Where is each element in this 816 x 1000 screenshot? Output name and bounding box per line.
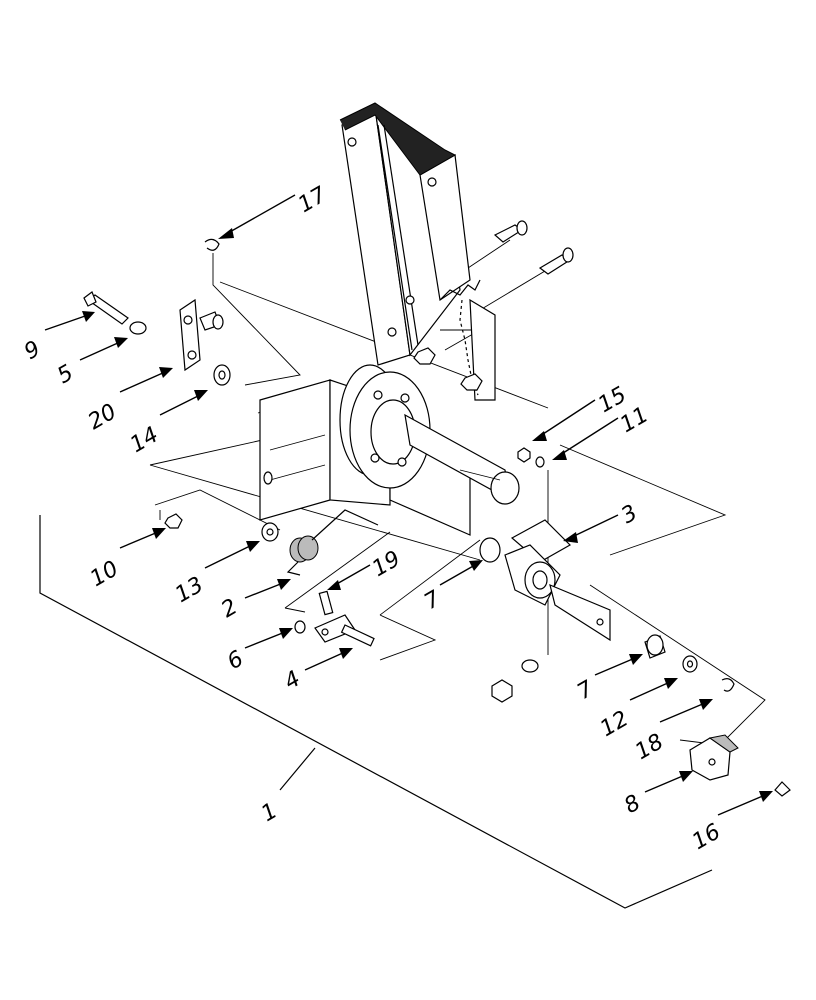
carriage-bolt-lower <box>538 247 574 275</box>
callout-4: 4 <box>280 666 305 695</box>
callout-17: 17 <box>294 182 331 218</box>
link-4 <box>314 614 375 647</box>
hex-nut-arm-upper <box>413 347 436 365</box>
callout-10: 10 <box>86 556 123 592</box>
callout-3: 3 <box>617 500 642 529</box>
link-plate-20 <box>179 298 224 372</box>
assembly-bracket-outline <box>39 515 713 909</box>
callout-9: 9 <box>20 336 45 365</box>
callout-arrows <box>44 194 773 816</box>
washer-11 <box>535 456 545 468</box>
bracket-3 <box>504 519 611 642</box>
nut-15 <box>517 447 531 463</box>
flange-bearing <box>339 364 431 489</box>
screw-16 <box>774 781 791 797</box>
callout-8: 8 <box>620 790 645 819</box>
bushing-7-lower <box>644 634 666 659</box>
callout-2: 2 <box>217 594 242 623</box>
bushing-6 <box>294 620 306 634</box>
bushing-7-upper <box>479 537 501 563</box>
nut-10 <box>164 513 183 529</box>
switch-block-8 <box>689 734 739 781</box>
callout-20: 20 <box>84 399 121 435</box>
callout-5: 5 <box>53 360 78 389</box>
washer-14 <box>213 364 231 386</box>
hex-nut-lower <box>491 679 513 703</box>
callout-16: 16 <box>688 819 725 855</box>
pedal-arm <box>339 102 496 401</box>
callout-18: 18 <box>631 729 668 765</box>
clip-18 <box>721 678 735 692</box>
callout-12: 12 <box>596 706 633 742</box>
callout-14: 14 <box>126 422 163 458</box>
washer-12 <box>682 655 698 673</box>
torsion-spring-2 <box>286 509 379 576</box>
carriage-bolt-upper <box>493 220 528 243</box>
hex-nut-arm-lower <box>460 373 483 391</box>
bolt-9 <box>83 291 129 325</box>
callout-1: 1 <box>257 798 282 827</box>
callout-7-lower: 7 <box>573 676 598 705</box>
washer-13 <box>261 522 279 542</box>
spacer-5 <box>129 321 147 335</box>
pin-19 <box>318 590 334 616</box>
washer-lower <box>521 659 539 673</box>
callout-19: 19 <box>368 546 405 582</box>
callout-7-upper: 7 <box>420 586 445 615</box>
shaft <box>404 413 520 505</box>
callout-6: 6 <box>223 646 248 675</box>
callout-13: 13 <box>171 572 208 608</box>
clip-17 <box>204 238 220 251</box>
